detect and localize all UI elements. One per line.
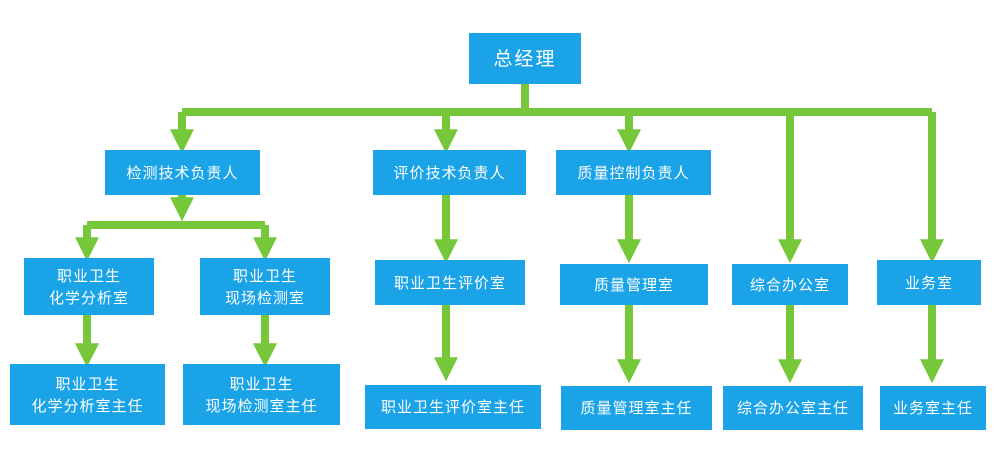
node-label-line: 职业卫生 bbox=[229, 374, 294, 393]
node-label-line: 综合办公室 bbox=[749, 275, 830, 294]
node-label-line: 职业卫生 bbox=[55, 374, 120, 393]
node-text: 检测技术负责人 bbox=[126, 162, 238, 184]
node-text: 质量管理室 bbox=[594, 274, 674, 296]
node-label-line: 质量管理室主任 bbox=[580, 399, 693, 417]
node-text: 综合办公室主任 bbox=[737, 397, 849, 419]
node-label-line: 检测技术负责人 bbox=[126, 163, 239, 182]
node-text: 质量控制负责人 bbox=[577, 162, 689, 184]
node-text: 综合办公室 bbox=[750, 274, 830, 296]
node-general-office: 综合办公室 bbox=[732, 264, 848, 305]
node-text: 评价技术负责人 bbox=[393, 162, 505, 184]
node-general-manager: 总经理 bbox=[469, 33, 581, 84]
node-text: 职业卫生现场检测室主任 bbox=[205, 373, 317, 417]
node-label-line: 业务室 bbox=[904, 273, 953, 292]
node-business-room-head: 业务室主任 bbox=[880, 386, 986, 430]
node-evaluation-room-head: 职业卫生评价室主任 bbox=[365, 385, 541, 429]
node-quality-management-room: 质量管理室 bbox=[560, 264, 708, 305]
node-label-line: 化学分析室 bbox=[48, 288, 129, 307]
node-chemical-analysis-lab: 职业卫生化学分析室 bbox=[24, 258, 154, 315]
node-testing-technical-lead: 检测技术负责人 bbox=[105, 150, 260, 195]
node-label-line: 总经理 bbox=[493, 47, 557, 70]
node-label-line: 职业卫生评价室主任 bbox=[380, 398, 525, 416]
node-text: 职业卫生现场检测室 bbox=[225, 265, 305, 309]
node-field-testing-lab: 职业卫生现场检测室 bbox=[200, 258, 330, 315]
node-label-line: 职业卫生 bbox=[56, 266, 121, 285]
node-text: 总经理 bbox=[493, 48, 556, 70]
node-text: 职业卫生评价室 bbox=[394, 272, 506, 294]
node-quality-management-room-head: 质量管理室主任 bbox=[561, 386, 712, 430]
node-text: 职业卫生化学分析室 bbox=[49, 265, 129, 309]
node-label-line: 综合办公室主任 bbox=[736, 399, 849, 417]
node-label-line: 业务室主任 bbox=[892, 399, 973, 417]
node-evaluation-room: 职业卫生评价室 bbox=[375, 260, 525, 305]
node-label-line: 现场检测室主任 bbox=[205, 396, 318, 415]
node-label-line: 职业卫生 bbox=[232, 266, 297, 285]
node-text: 业务室主任 bbox=[893, 397, 973, 419]
node-text: 职业卫生评价室主任 bbox=[381, 396, 525, 418]
node-field-testing-lab-head: 职业卫生现场检测室主任 bbox=[183, 364, 340, 425]
node-business-room: 业务室 bbox=[877, 260, 981, 305]
node-general-office-head: 综合办公室主任 bbox=[723, 386, 863, 430]
node-label-line: 质量管理室 bbox=[593, 275, 674, 294]
node-evaluation-technical-lead: 评价技术负责人 bbox=[373, 150, 526, 195]
node-text: 质量管理室主任 bbox=[580, 397, 692, 419]
node-text: 职业卫生化学分析室主任 bbox=[31, 373, 143, 417]
node-text: 业务室 bbox=[905, 272, 953, 294]
node-quality-control-lead: 质量控制负责人 bbox=[556, 150, 711, 195]
node-label-line: 现场检测室 bbox=[224, 288, 305, 307]
node-label-line: 质量控制负责人 bbox=[577, 163, 690, 182]
node-label-line: 化学分析室主任 bbox=[31, 396, 144, 415]
node-chemical-analysis-lab-head: 职业卫生化学分析室主任 bbox=[10, 364, 165, 425]
node-label-line: 职业卫生评价室 bbox=[393, 273, 506, 292]
node-label-line: 评价技术负责人 bbox=[393, 163, 506, 182]
